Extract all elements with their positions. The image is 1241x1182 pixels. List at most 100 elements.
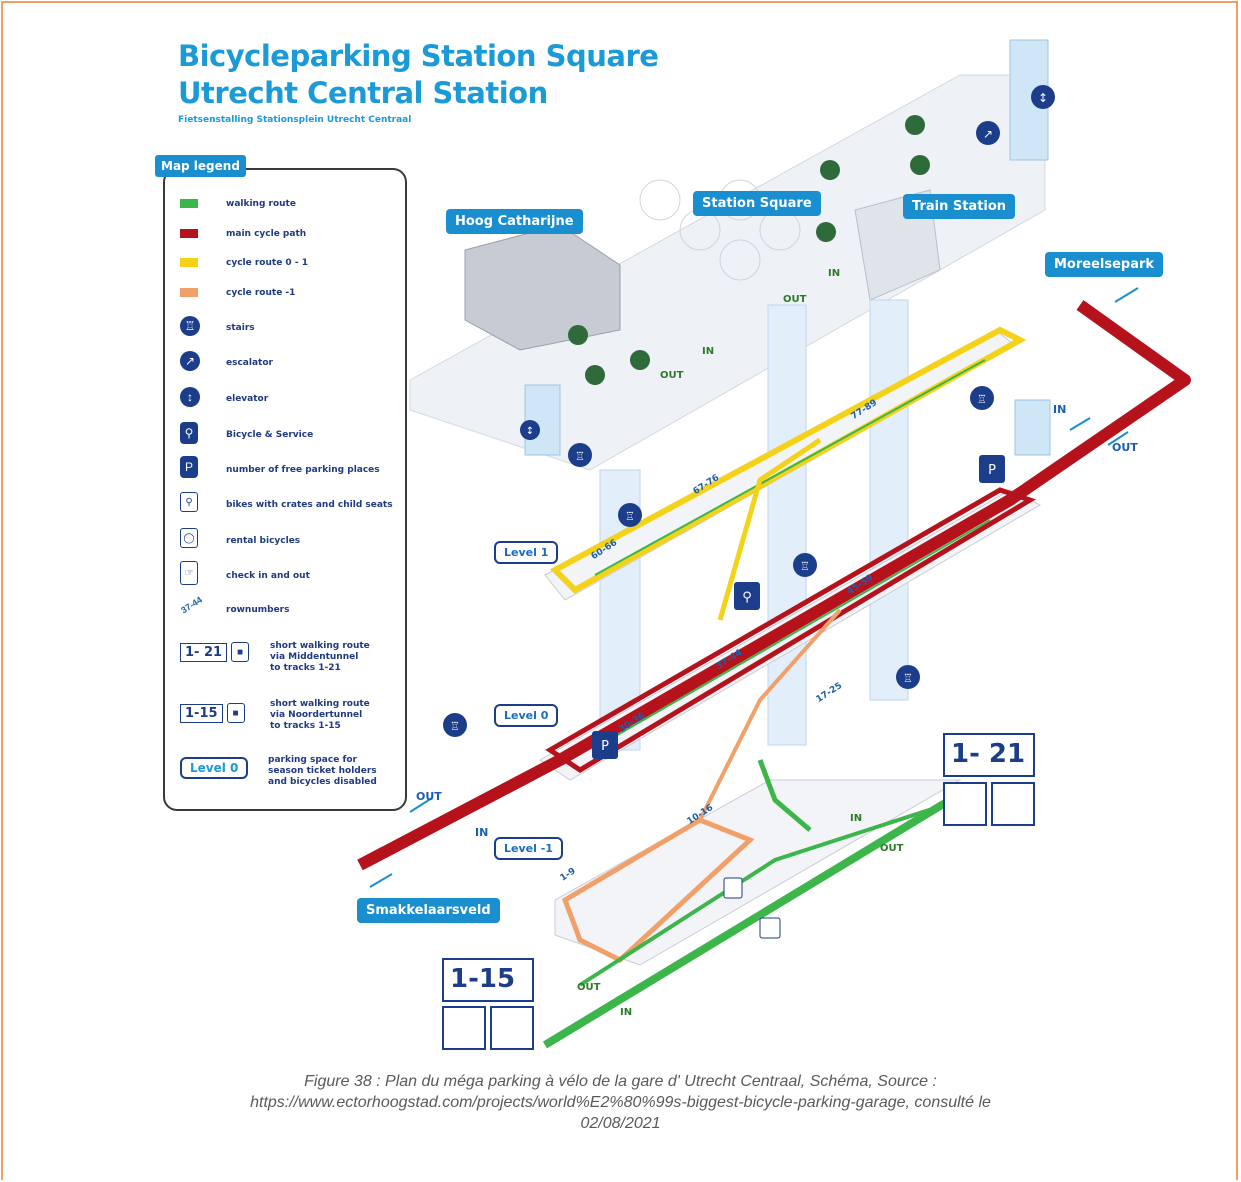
direction-out: OUT bbox=[1112, 441, 1138, 454]
diagram-subtitle: Fietsenstalling Stationsplein Utrecht Ce… bbox=[178, 115, 412, 125]
arrow bbox=[1114, 287, 1139, 303]
legend-track-1-15: 1-15 bbox=[180, 703, 223, 723]
tunnel-walk-icon: ■ bbox=[231, 642, 250, 662]
label-hoog-catharijne: Hoog Catharijne bbox=[446, 209, 583, 234]
title-line-2: Utrecht Central Station bbox=[178, 76, 548, 110]
svg-text:♖: ♖ bbox=[800, 560, 810, 573]
title-line-1: Bicycleparking Station Square bbox=[178, 39, 659, 73]
train-icon bbox=[490, 1006, 534, 1050]
tree bbox=[585, 365, 605, 385]
tunnel-walk-icon: ■ bbox=[226, 703, 245, 723]
legend-label-track-1-15: short walking route via Noordertunnel to… bbox=[270, 699, 370, 731]
tree bbox=[568, 325, 588, 345]
parking-icon: P bbox=[180, 456, 198, 478]
caption-line-2: https://www.ectorhoogstad.com/projects/w… bbox=[250, 1094, 991, 1111]
parking-icon: P bbox=[592, 731, 618, 759]
walk-icon bbox=[943, 782, 987, 826]
svg-text:♖: ♖ bbox=[575, 450, 585, 463]
label-moreelsepark: Moreelsepark bbox=[1045, 252, 1164, 277]
stairs-icon: ♖ bbox=[568, 443, 592, 467]
direction-out: OUT bbox=[880, 843, 904, 854]
legend-level0: Level 0 bbox=[180, 757, 249, 779]
canopy bbox=[719, 239, 761, 281]
figure-caption: Figure 38 : Plan du méga parking à vélo … bbox=[40, 1071, 1201, 1134]
direction-in: IN bbox=[850, 813, 863, 824]
walking-route bbox=[757, 759, 812, 832]
shaft bbox=[869, 299, 909, 701]
level-minus1-orange-loop bbox=[561, 817, 755, 964]
diagram-title: Bicycleparking Station Square Utrecht Ce… bbox=[178, 38, 659, 112]
yellow-connector bbox=[717, 437, 822, 621]
legend-label-track-1-21: short walking route via Middentunnel to … bbox=[270, 641, 370, 673]
svg-text:P: P bbox=[601, 739, 609, 754]
direction-in: IN bbox=[620, 1007, 633, 1018]
legend-walking-swatch bbox=[180, 199, 198, 208]
legend-label-elevator: elevator bbox=[226, 394, 269, 404]
legend-label-crates: bikes with crates and child seats bbox=[226, 500, 393, 510]
direction-in: IN bbox=[1053, 403, 1067, 416]
arrow bbox=[1069, 417, 1091, 431]
caption-line-1: Figure 38 : Plan du méga parking à vélo … bbox=[304, 1073, 937, 1090]
svg-text:♖: ♖ bbox=[903, 672, 913, 685]
rental-bike-icon: ◯ bbox=[180, 528, 198, 548]
train-icon bbox=[991, 782, 1035, 826]
elevator-icon: ↕ bbox=[1031, 85, 1055, 109]
svg-text:↗: ↗ bbox=[983, 127, 993, 141]
elevator-icon: ↕ bbox=[520, 420, 540, 440]
track-sign-text: 1-15 bbox=[450, 964, 516, 994]
map-legend bbox=[163, 168, 407, 811]
elevator-icon: ↕ bbox=[180, 387, 200, 407]
tree bbox=[630, 350, 650, 370]
svg-text:P: P bbox=[988, 463, 996, 478]
legend-label-check-in: check in and out bbox=[226, 571, 310, 581]
stairs-icon: ♖ bbox=[970, 386, 994, 410]
legend-track-1-21: 1- 21 bbox=[180, 642, 228, 662]
legend-label-main-cycle: main cycle path bbox=[226, 229, 307, 239]
arrow bbox=[1107, 431, 1129, 446]
label-level-1: Level 1 bbox=[494, 541, 559, 564]
elevator-tower bbox=[524, 384, 561, 456]
legend-label-rental: rental bicycles bbox=[226, 536, 301, 546]
arrow bbox=[409, 797, 433, 813]
bicycle-service-icon: ⚲ bbox=[734, 582, 760, 610]
rental-bike-icon bbox=[759, 917, 781, 939]
direction-out: OUT bbox=[416, 790, 442, 803]
svg-text:♖: ♖ bbox=[977, 393, 987, 406]
escalator-icon: ↗ bbox=[976, 121, 1000, 145]
crate-bike-icon bbox=[723, 877, 743, 899]
arrow bbox=[369, 873, 393, 888]
stairs-icon: ♖ bbox=[618, 503, 642, 527]
direction-out: OUT bbox=[660, 370, 684, 381]
tree bbox=[910, 155, 930, 175]
orange-connector bbox=[698, 608, 842, 821]
level1-walking bbox=[594, 359, 986, 576]
shaft bbox=[767, 304, 807, 746]
legend-label-escalator: escalator bbox=[226, 358, 273, 368]
label-level-minus1: Level -1 bbox=[494, 837, 563, 860]
stairs-icon: ♖ bbox=[180, 316, 200, 336]
elevator-tower bbox=[1014, 399, 1051, 456]
level0-red-loop bbox=[545, 487, 1036, 773]
escalator-icon: ↗ bbox=[180, 351, 200, 371]
track-sign-1-15: 1-15 bbox=[442, 958, 534, 1002]
legend-label-cycle-0-1: cycle route 0 - 1 bbox=[226, 258, 308, 268]
level1-yellow-loop bbox=[550, 326, 1027, 594]
stairs-icon: ♖ bbox=[443, 713, 467, 737]
svg-text:♖: ♖ bbox=[625, 510, 635, 523]
svg-text:↕: ↕ bbox=[526, 426, 534, 437]
legend-yellow-swatch bbox=[180, 258, 198, 267]
direction-in: IN bbox=[702, 346, 715, 357]
label-train-station: Train Station bbox=[903, 194, 1016, 219]
svg-text:↕: ↕ bbox=[1038, 91, 1048, 105]
station-square-platform bbox=[409, 74, 1046, 471]
direction-out: OUT bbox=[577, 982, 601, 993]
bicycle-service-icon: ⚲ bbox=[180, 422, 198, 444]
svg-text:⚲: ⚲ bbox=[742, 590, 752, 605]
main-cycle-path bbox=[357, 300, 1191, 871]
direction-out: OUT bbox=[783, 294, 807, 305]
level0-walking bbox=[599, 519, 991, 746]
check-in-icon: ☞ bbox=[180, 561, 198, 585]
direction-in: IN bbox=[475, 826, 489, 839]
tree bbox=[905, 115, 925, 135]
legend-label-level0: parking space for season ticket holders … bbox=[268, 755, 377, 787]
